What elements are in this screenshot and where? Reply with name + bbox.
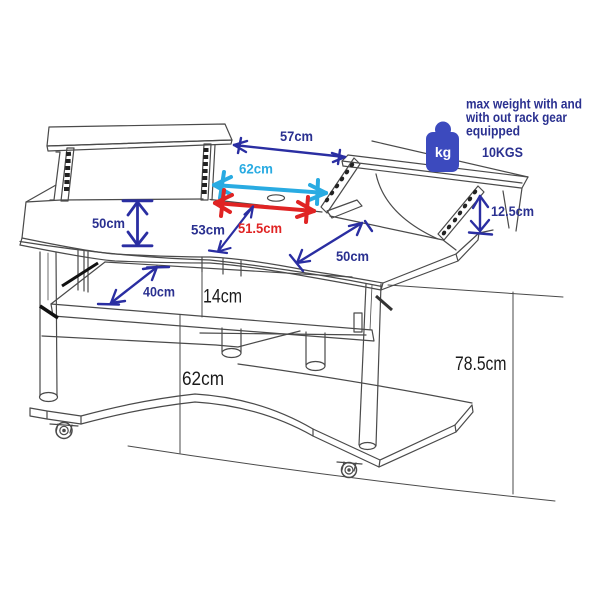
svg-text:51.5cm: 51.5cm xyxy=(238,220,282,236)
svg-text:57cm: 57cm xyxy=(280,128,313,144)
svg-text:14cm: 14cm xyxy=(203,286,242,308)
svg-text:62cm: 62cm xyxy=(182,368,224,390)
svg-text:40cm: 40cm xyxy=(143,284,175,300)
svg-text:50cm: 50cm xyxy=(336,248,369,264)
svg-text:max weight with and: max weight with and xyxy=(466,97,582,112)
svg-text:equipped: equipped xyxy=(466,124,520,139)
svg-text:78.5cm: 78.5cm xyxy=(455,353,507,375)
svg-text:62cm: 62cm xyxy=(239,161,273,177)
svg-text:12.5cm: 12.5cm xyxy=(491,203,534,219)
svg-text:50cm: 50cm xyxy=(92,215,125,231)
svg-text:kg: kg xyxy=(435,144,451,160)
svg-text:with out rack gear: with out rack gear xyxy=(465,110,568,125)
svg-text:10KGS: 10KGS xyxy=(482,145,523,160)
svg-text:53cm: 53cm xyxy=(191,222,225,238)
